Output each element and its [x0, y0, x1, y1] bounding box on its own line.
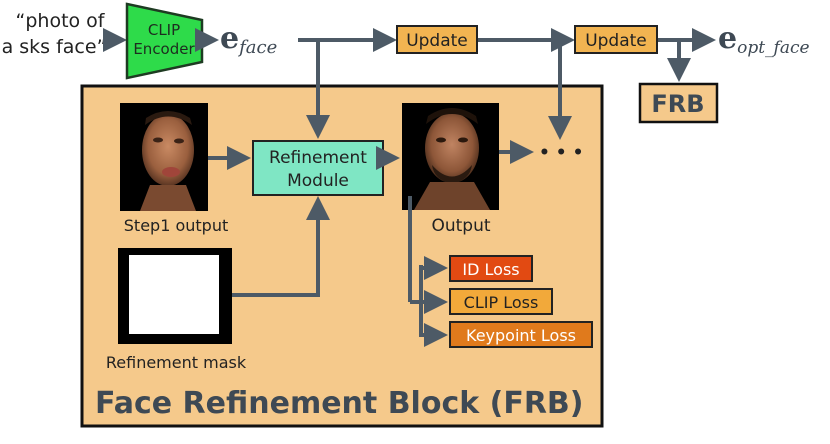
small-frb-label: FRB — [651, 90, 704, 118]
step1-output-image — [120, 103, 208, 211]
clip-encoder — [125, 2, 204, 80]
prompt-line1: “photo of — [16, 10, 106, 32]
output-image — [402, 103, 499, 210]
keypoint-loss-label: Keypoint Loss — [466, 326, 576, 345]
update-box-2 — [574, 25, 658, 54]
clip-loss-label: CLIP Loss — [464, 293, 539, 312]
update-box-1 — [396, 25, 478, 54]
refinement-module — [252, 140, 384, 196]
continuation-dots: • • • — [539, 143, 583, 163]
clip-encoder-line1: CLIP — [148, 21, 180, 39]
refinement-mask-image — [118, 248, 232, 344]
frb-block-title: Face Refinement Block (FRB) — [95, 386, 584, 421]
refinement-mask-caption: Refinement mask — [106, 353, 247, 372]
id-loss-label: ID Loss — [462, 260, 519, 279]
update-box-1-label: Update — [406, 31, 468, 51]
clip-encoder-line2: Encoder — [133, 40, 195, 58]
refinement-module-line2: Module — [287, 171, 349, 191]
eopt-label: eopt_face — [718, 21, 810, 58]
mask-to-module-arrow — [232, 196, 330, 297]
prompt-line2: a sks face” — [2, 36, 107, 58]
small-frb-box — [638, 82, 719, 124]
eface-label: eface — [220, 21, 277, 58]
output-caption: Output — [431, 216, 490, 236]
step1-output-caption: Step1 output — [124, 216, 228, 235]
clip-loss-box — [449, 288, 553, 315]
keypoint-loss-box — [449, 321, 593, 348]
refinement-module-line1: Refinement — [269, 148, 367, 168]
id-loss-box — [449, 255, 533, 282]
update-box-2-label: Update — [585, 31, 647, 51]
